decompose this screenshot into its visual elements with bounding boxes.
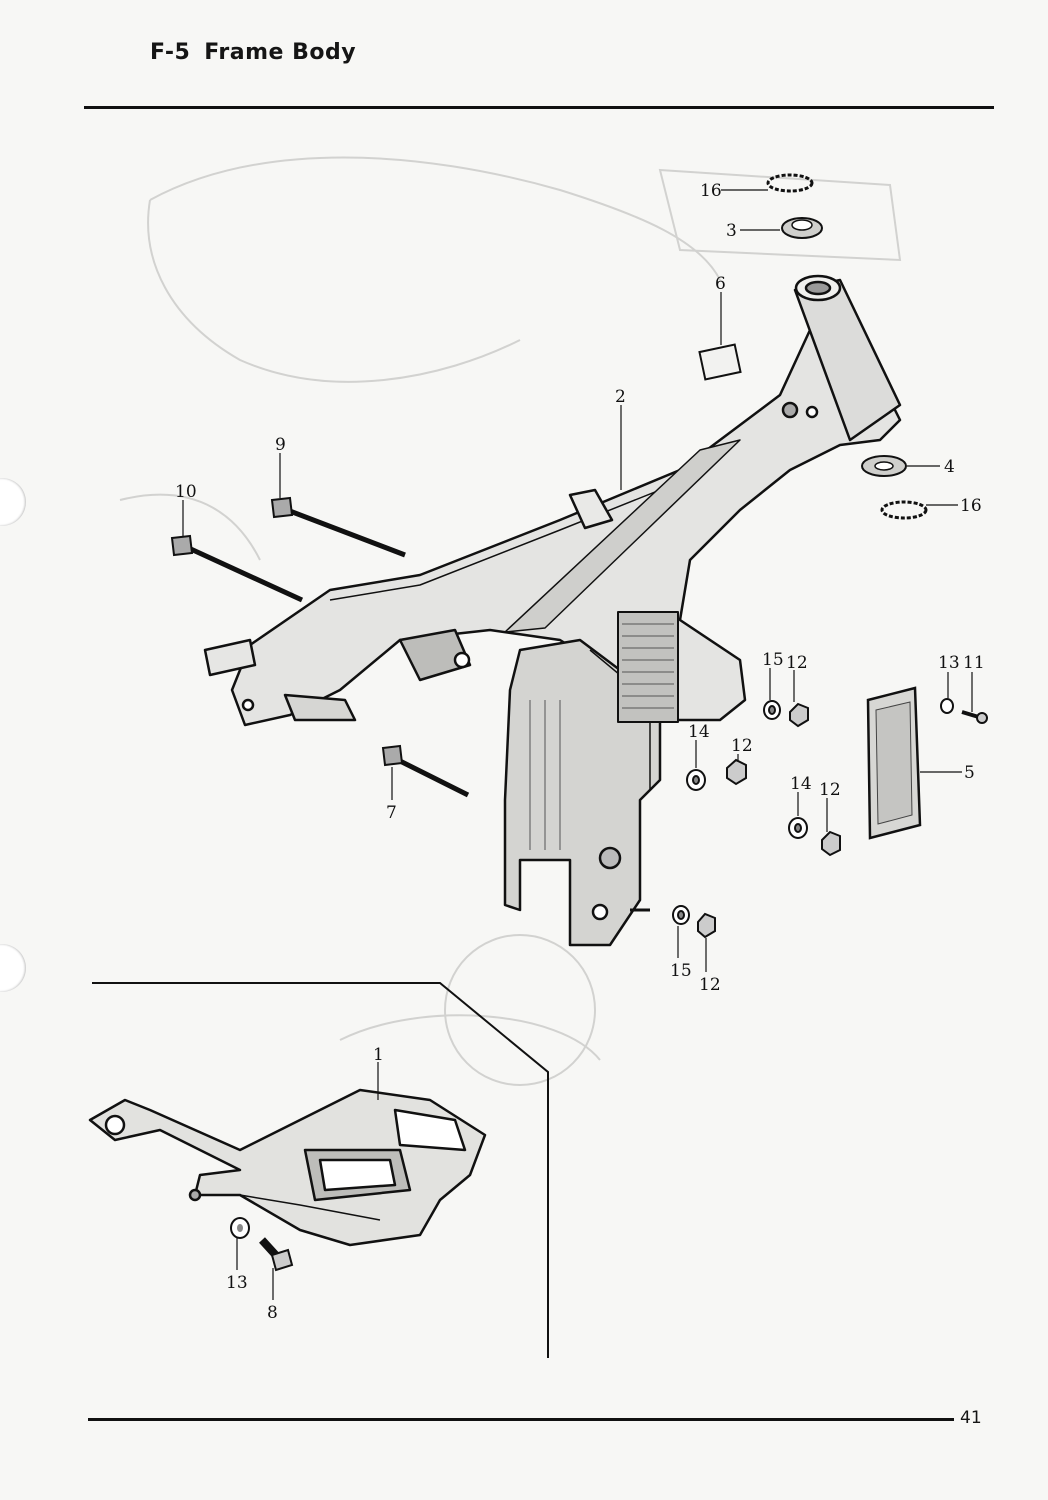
frame-main-body [203, 274, 902, 947]
part-16-lower-ball-race [880, 500, 928, 520]
callout-14-middle: 14 [688, 722, 710, 742]
callout-15-bottom: 15 [670, 961, 692, 981]
inset-frame-border [92, 982, 549, 1358]
callout-4: 4 [944, 457, 955, 477]
part-13-washer-inset [230, 1217, 250, 1239]
part-9-long-bolt [270, 496, 406, 558]
callout-16-top: 16 [700, 181, 722, 201]
callout-5: 5 [964, 763, 975, 783]
callout-7: 7 [386, 803, 397, 823]
part-10-long-bolt [170, 534, 304, 603]
part-1-engine-bracket [88, 1088, 487, 1247]
callout-13-inset: 13 [226, 1273, 248, 1293]
part-8-bolt-inset [259, 1237, 294, 1272]
callout-8: 8 [267, 1303, 278, 1323]
callout-12-lower: 12 [819, 780, 841, 800]
callout-11: 11 [963, 653, 985, 673]
footer-rule [88, 1418, 954, 1421]
section-title: Frame Body [204, 40, 357, 65]
part-4-bottom-washer [861, 455, 907, 477]
callout-3: 3 [726, 221, 737, 241]
callout-10: 10 [175, 482, 197, 502]
callout-12-middle: 12 [731, 736, 753, 756]
ghost-background-drawing [119, 156, 902, 1086]
section-heading: F-5 Frame Body [150, 40, 356, 65]
part-6-plate [698, 343, 742, 381]
callout-1: 1 [373, 1045, 384, 1065]
section-code: F-5 [150, 40, 191, 65]
callout-2: 2 [615, 387, 626, 407]
callout-15-right: 15 [762, 650, 784, 670]
callout-14-lower: 14 [790, 774, 812, 794]
callout-9: 9 [275, 435, 286, 455]
part-16-upper-ball-race [766, 173, 814, 193]
part-7-bolt [381, 744, 470, 798]
leader-lines [182, 189, 973, 1300]
header-rule [84, 106, 994, 109]
callout-12-bottom: 12 [699, 975, 721, 995]
callout-labels: 16 3 6 2 4 16 9 10 15 12 13 11 14 12 5 1… [175, 181, 985, 1323]
part-5-cover [866, 686, 922, 840]
callout-16-bottom: 16 [960, 496, 982, 516]
part-3-top-cone [781, 217, 823, 239]
callout-12-right-top: 12 [786, 653, 808, 673]
callout-13-right: 13 [938, 653, 960, 673]
page-number: 41 [960, 1408, 982, 1428]
hardware-nuts-washers [672, 698, 988, 939]
callout-6: 6 [715, 274, 726, 294]
